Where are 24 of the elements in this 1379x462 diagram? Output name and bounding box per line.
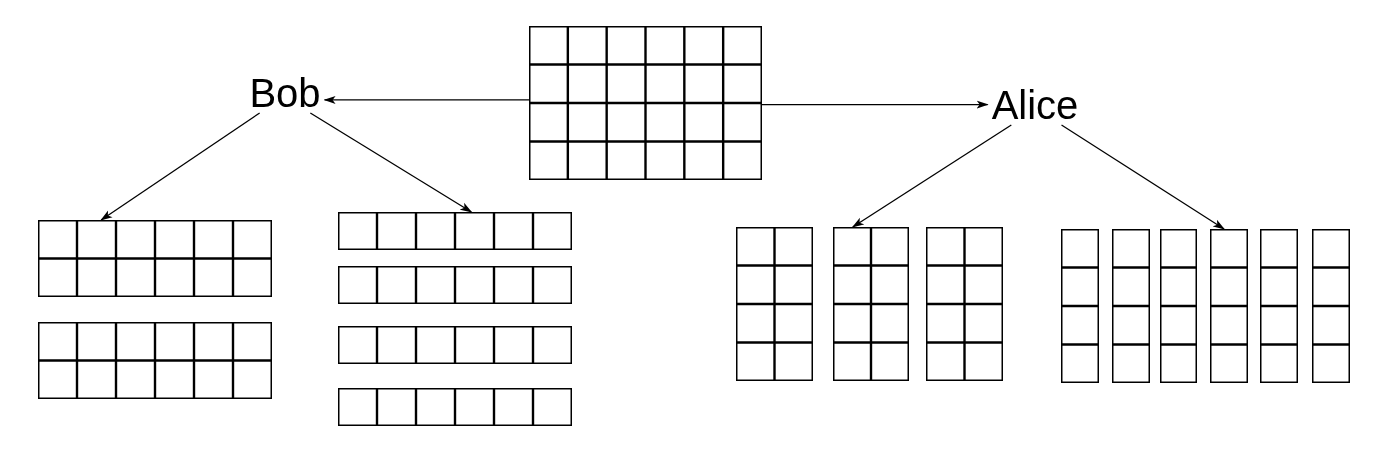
arrow — [100, 112, 261, 221]
arrow — [851, 124, 1012, 228]
arrow — [309, 112, 473, 213]
matrix-grid — [1312, 229, 1350, 383]
matrix-grid — [1160, 229, 1197, 383]
matrix-grid — [736, 227, 813, 381]
matrix-grid — [1061, 229, 1099, 383]
matrix-grid — [38, 322, 272, 399]
name-label: Bob — [245, 73, 325, 113]
matrix-grid — [833, 227, 909, 381]
matrix-grid — [38, 220, 272, 297]
matrix-grid — [338, 212, 572, 250]
arrow — [323, 95, 530, 104]
matrix-grid — [1210, 229, 1248, 383]
matrix-grid — [338, 388, 572, 426]
matrix-grid — [1260, 229, 1298, 383]
matrix-grid — [1112, 229, 1150, 383]
arrow — [761, 100, 989, 109]
matrix-grid — [926, 227, 1003, 381]
name-label: Alice — [987, 85, 1083, 125]
matrix-grid — [338, 266, 572, 304]
matrix-grid — [529, 26, 762, 180]
arrow — [1060, 124, 1225, 230]
matrix-grid — [338, 326, 572, 364]
